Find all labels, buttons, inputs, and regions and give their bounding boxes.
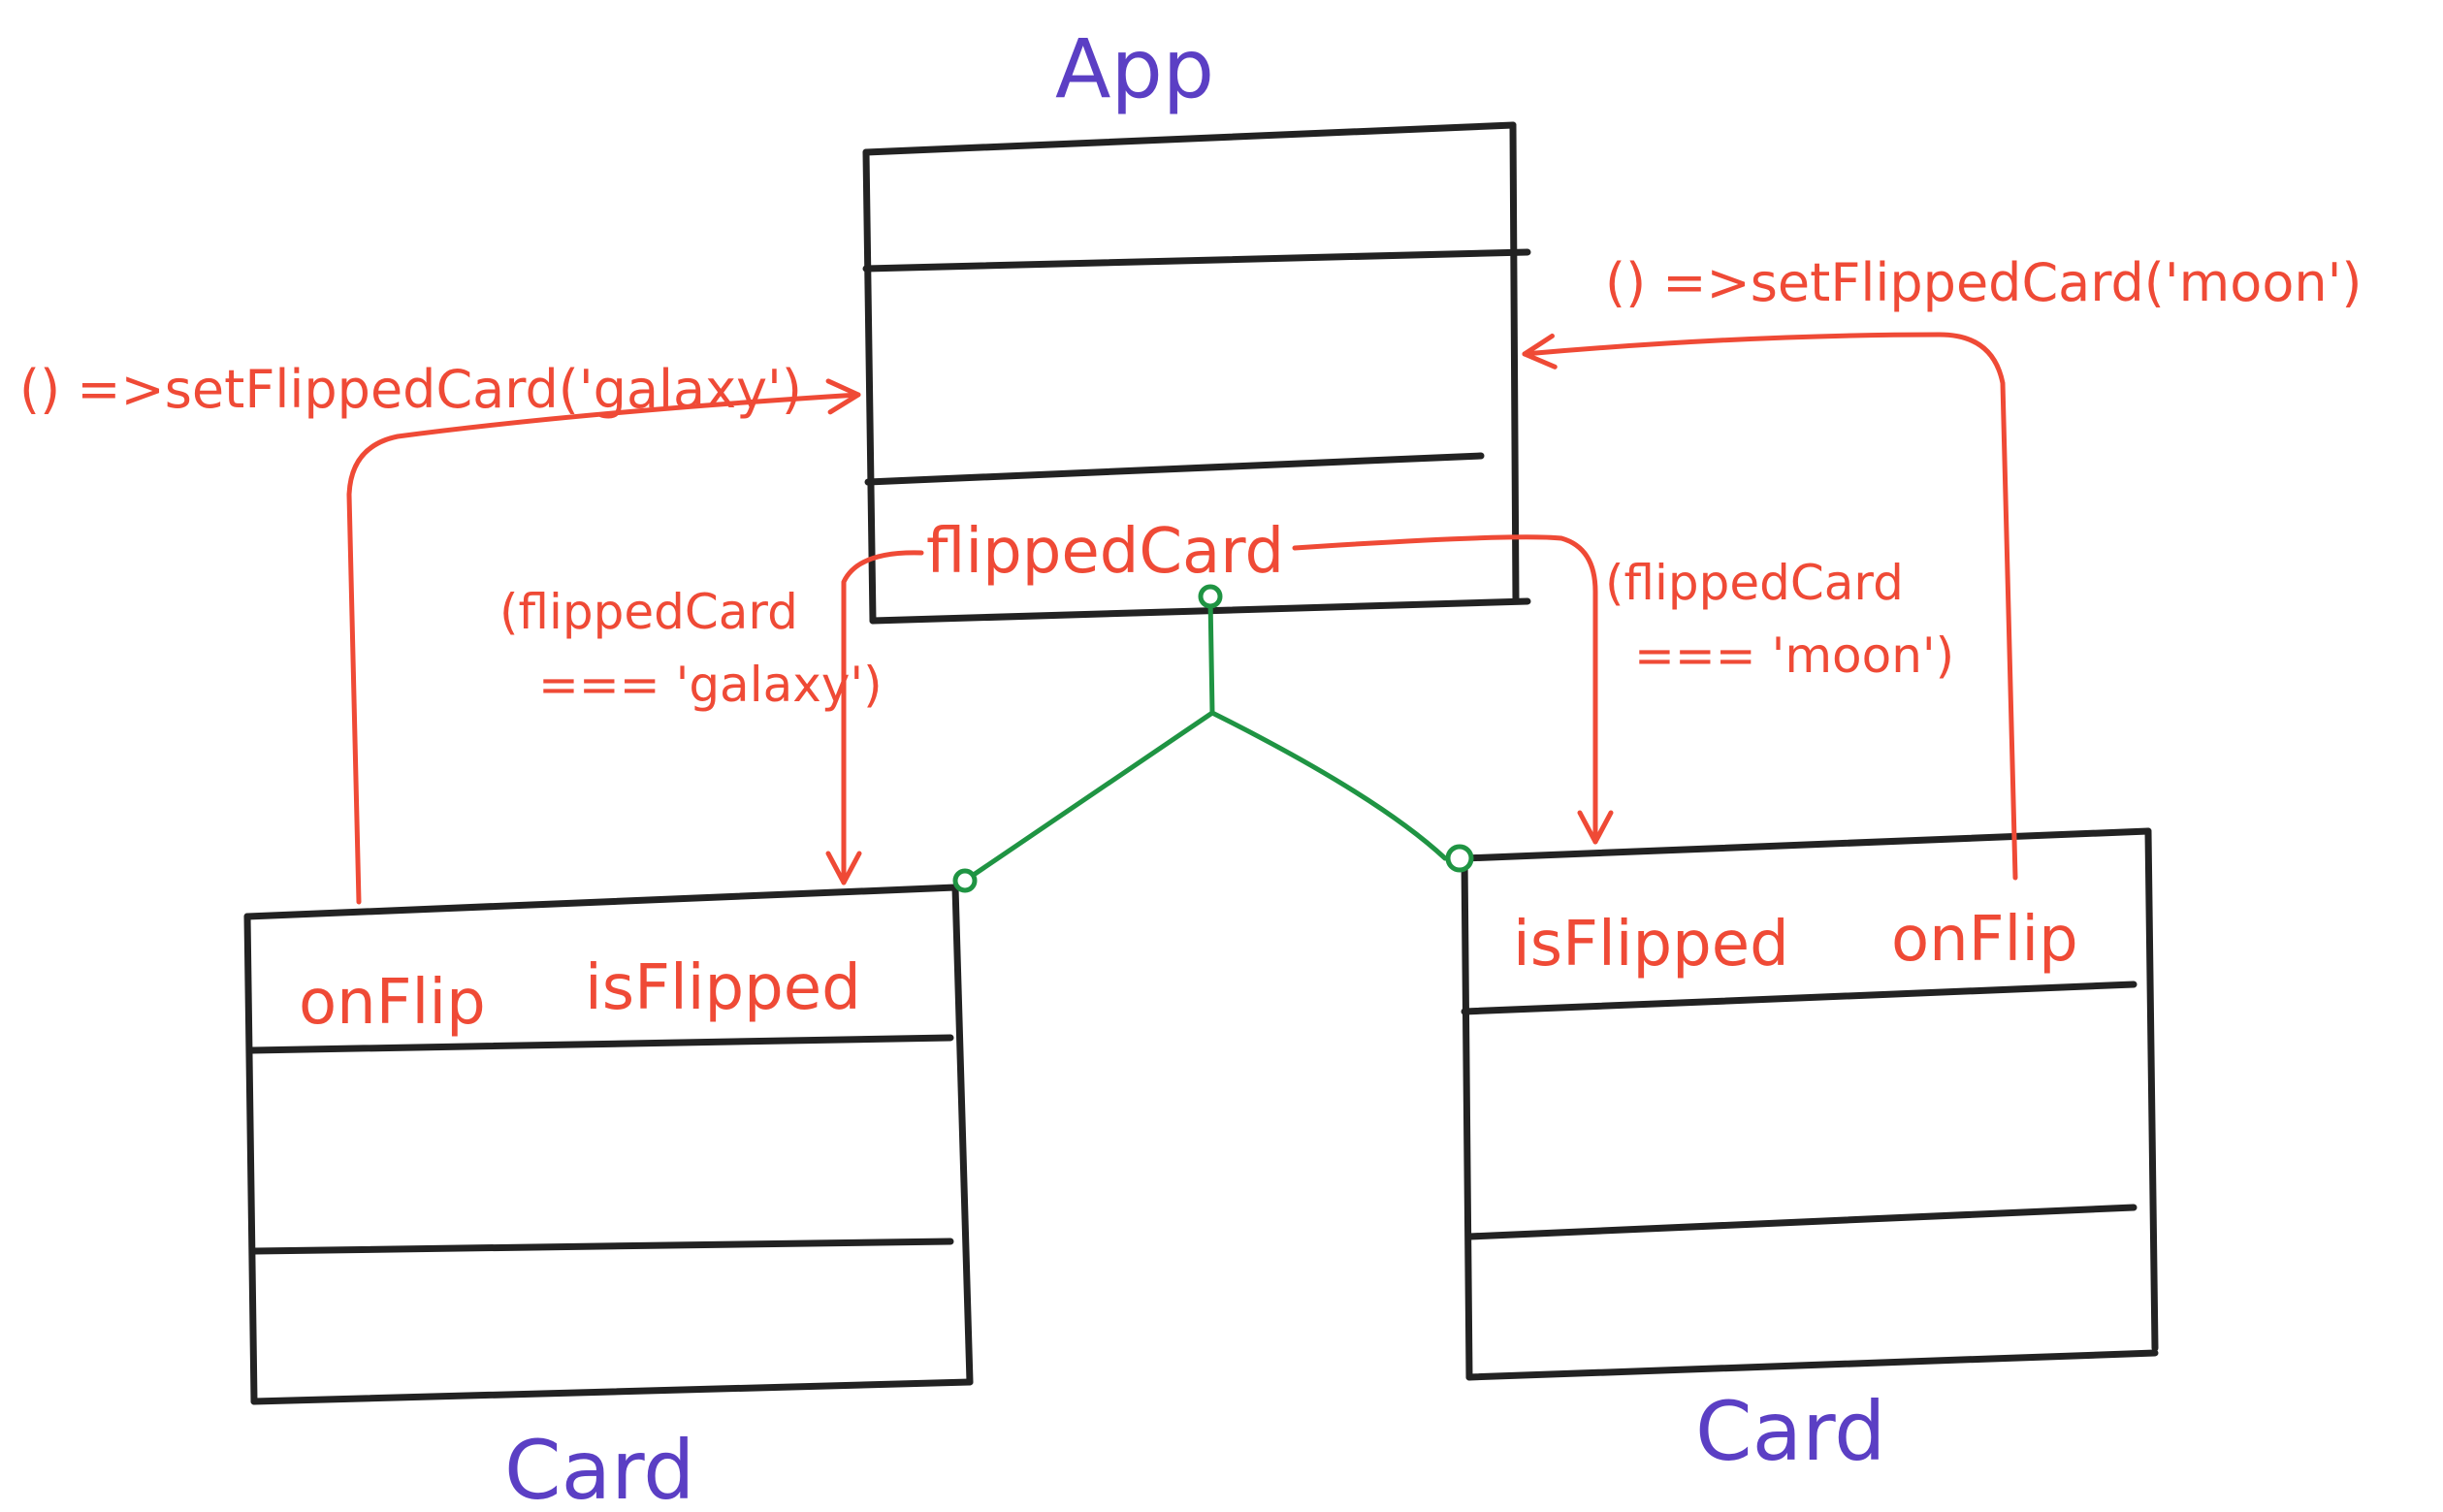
left-callback-arrow — [346, 378, 861, 905]
connector-dot-left-card — [952, 868, 978, 893]
right-card-title: Card — [1695, 1384, 1886, 1479]
connector-dot-right-card — [1445, 844, 1474, 873]
left-card-prop-onflip: onFlip — [299, 967, 486, 1039]
right-state-arrow — [1292, 534, 1614, 845]
right-condition-line2: === 'moon') — [1634, 627, 1954, 684]
left-state-arrow — [825, 550, 924, 885]
app-title: App — [1055, 21, 1214, 116]
app-state-flipped-card: flippedCard — [926, 516, 1284, 588]
right-card-component-box — [1461, 827, 2159, 1381]
left-condition-line2: === 'galaxy') — [538, 657, 883, 713]
left-callback-label: () =>setFlippedCard('galaxy') — [19, 359, 802, 420]
left-card-component-box — [243, 884, 974, 1405]
left-card-prop-isflipped: isFlipped — [585, 952, 861, 1024]
app-component-box — [862, 121, 1531, 625]
right-callback-label: () =>setFlippedCard('moon') — [1605, 252, 2363, 313]
right-condition-line1: (flippedCard — [1605, 555, 1904, 611]
left-card-title: Card — [504, 1423, 695, 1512]
right-callback-arrow — [1522, 332, 2018, 881]
right-card-prop-isflipped: isFlipped — [1513, 909, 1789, 981]
left-condition-line1: (flippedCard — [499, 584, 798, 640]
right-card-prop-onflip: onFlip — [1891, 904, 2078, 976]
connector-dot-app — [1198, 584, 1223, 609]
composition-connector — [952, 584, 1474, 893]
